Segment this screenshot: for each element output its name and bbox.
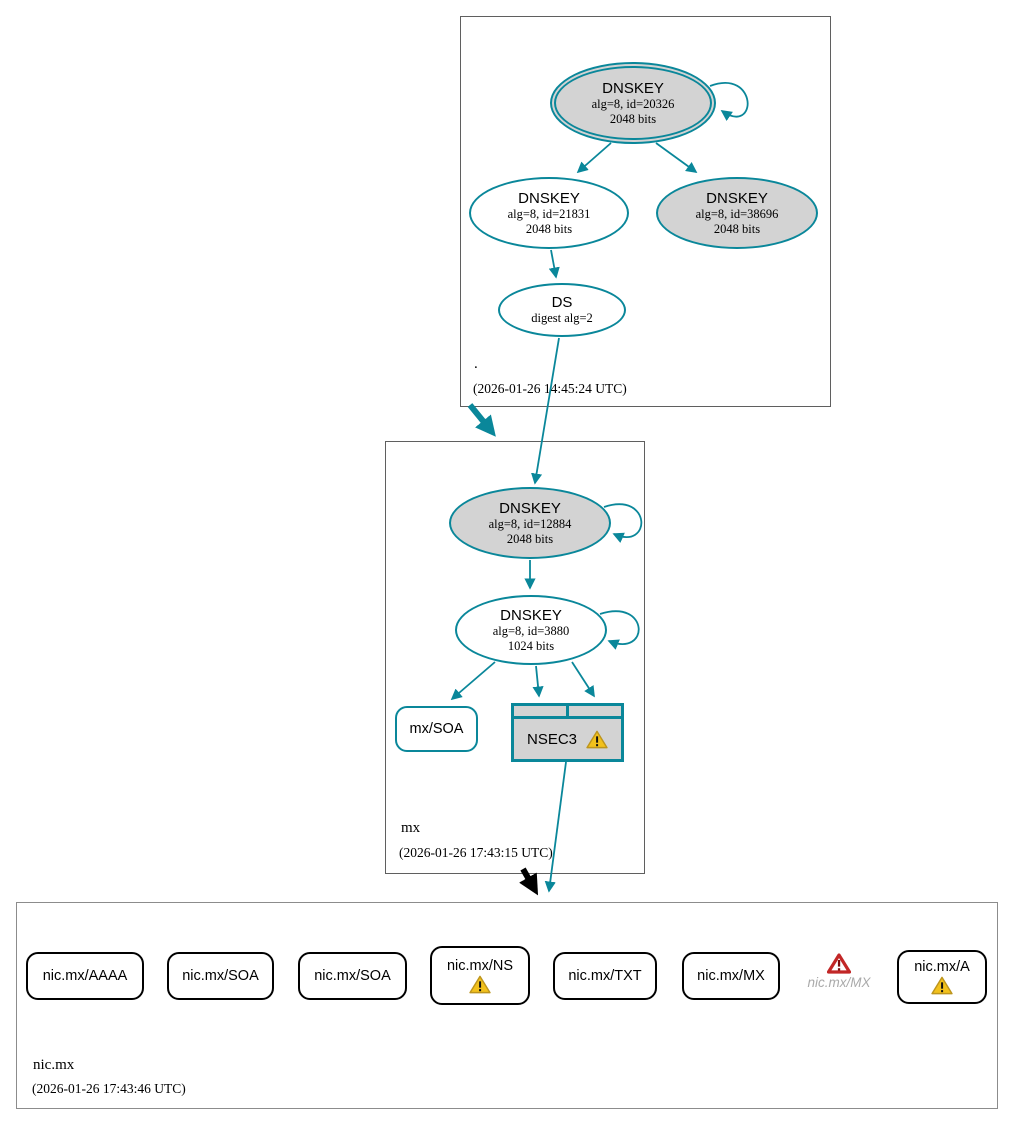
zone-timestamp-root: (2026-01-26 14:45:24 UTC) bbox=[473, 381, 627, 396]
node-bits: 2048 bits bbox=[713, 221, 761, 236]
node-mx-zsk-dnskey[interactable]: DNSKEY alg=8, id=3880 1024 bits bbox=[455, 595, 607, 665]
rrset-label: nic.mx/SOA bbox=[182, 968, 259, 984]
rrset-label: nic.mx/SOA bbox=[314, 968, 391, 984]
node-root-ds[interactable]: DS digest alg=2 bbox=[498, 283, 626, 337]
zone-box-nicmx bbox=[16, 902, 998, 1109]
error-icon bbox=[827, 953, 851, 974]
node-nicmx-mx-error[interactable]: nic.mx/MX bbox=[805, 953, 873, 990]
node-title: DNSKEY bbox=[602, 79, 664, 97]
nsec3-cell-left bbox=[514, 706, 566, 716]
node-nicmx-ns[interactable]: nic.mx/NS bbox=[430, 946, 530, 1005]
rrset-label: nic.mx/NS bbox=[446, 957, 514, 974]
nsec3-cell-right bbox=[569, 706, 621, 716]
node-digest: digest alg=2 bbox=[531, 311, 593, 325]
rrset-label: mx/SOA bbox=[409, 721, 464, 737]
edge-delegation-root-to-mx bbox=[467, 403, 496, 437]
node-root-ksk-dnskey[interactable]: DNSKEY alg=8, id=20326 2048 bits bbox=[550, 62, 716, 144]
node-root-key2-dnskey[interactable]: DNSKEY alg=8, id=38696 2048 bits bbox=[656, 177, 818, 249]
node-nicmx-soa1[interactable]: nic.mx/SOA bbox=[167, 952, 274, 1000]
node-alg: alg=8, id=21831 bbox=[507, 206, 591, 221]
zone-name-root: . bbox=[474, 356, 478, 372]
node-bits: 2048 bits bbox=[525, 221, 573, 236]
rrset-label: nic.mx/TXT bbox=[568, 968, 642, 984]
node-alg: alg=8, id=3880 bbox=[492, 623, 570, 638]
node-nicmx-aaaa[interactable]: nic.mx/AAAA bbox=[26, 952, 144, 1000]
node-mx-soa[interactable]: mx/SOA bbox=[395, 706, 478, 752]
node-mx-nsec3[interactable]: NSEC3 bbox=[511, 703, 624, 762]
node-nicmx-a[interactable]: nic.mx/A bbox=[897, 950, 987, 1004]
node-nicmx-mx[interactable]: nic.mx/MX bbox=[682, 952, 780, 1000]
node-mx-ksk-dnskey[interactable]: DNSKEY alg=8, id=12884 2048 bits bbox=[449, 487, 611, 559]
zone-timestamp-nicmx: (2026-01-26 17:43:46 UTC) bbox=[32, 1081, 186, 1096]
node-title: DNSKEY bbox=[518, 189, 580, 207]
node-bits: 2048 bits bbox=[506, 531, 554, 546]
nsec3-rrsig-cells bbox=[514, 706, 621, 716]
node-nicmx-txt[interactable]: nic.mx/TXT bbox=[553, 952, 657, 1000]
node-alg: alg=8, id=20326 bbox=[591, 96, 675, 111]
warning-icon bbox=[586, 730, 608, 748]
node-alg: alg=8, id=38696 bbox=[695, 206, 779, 221]
zone-box-root bbox=[460, 16, 831, 407]
zone-name-mx: mx bbox=[401, 820, 421, 836]
node-title: DS bbox=[551, 294, 573, 311]
node-bits: 1024 bits bbox=[507, 638, 555, 653]
nsec3-label: NSEC3 bbox=[526, 730, 578, 748]
rrset-label: nic.mx/MX bbox=[807, 975, 871, 990]
node-nicmx-soa2[interactable]: nic.mx/SOA bbox=[298, 952, 407, 1000]
rrset-label: nic.mx/MX bbox=[697, 968, 765, 984]
node-title: DNSKEY bbox=[499, 499, 561, 517]
node-bits: 2048 bits bbox=[609, 111, 657, 126]
node-root-zsk-dnskey[interactable]: DNSKEY alg=8, id=21831 2048 bits bbox=[469, 177, 629, 249]
zone-timestamp-mx: (2026-01-26 17:43:15 UTC) bbox=[399, 845, 553, 860]
rrset-label: nic.mx/A bbox=[914, 959, 970, 975]
node-alg: alg=8, id=12884 bbox=[488, 516, 572, 531]
zone-name-nicmx: nic.mx bbox=[33, 1057, 75, 1073]
warning-icon bbox=[931, 976, 953, 995]
node-title: DNSKEY bbox=[500, 606, 562, 624]
node-title: DNSKEY bbox=[706, 189, 768, 207]
warning-icon bbox=[469, 975, 491, 993]
zone-box-mx bbox=[385, 441, 645, 874]
rrset-label: nic.mx/AAAA bbox=[42, 968, 128, 984]
